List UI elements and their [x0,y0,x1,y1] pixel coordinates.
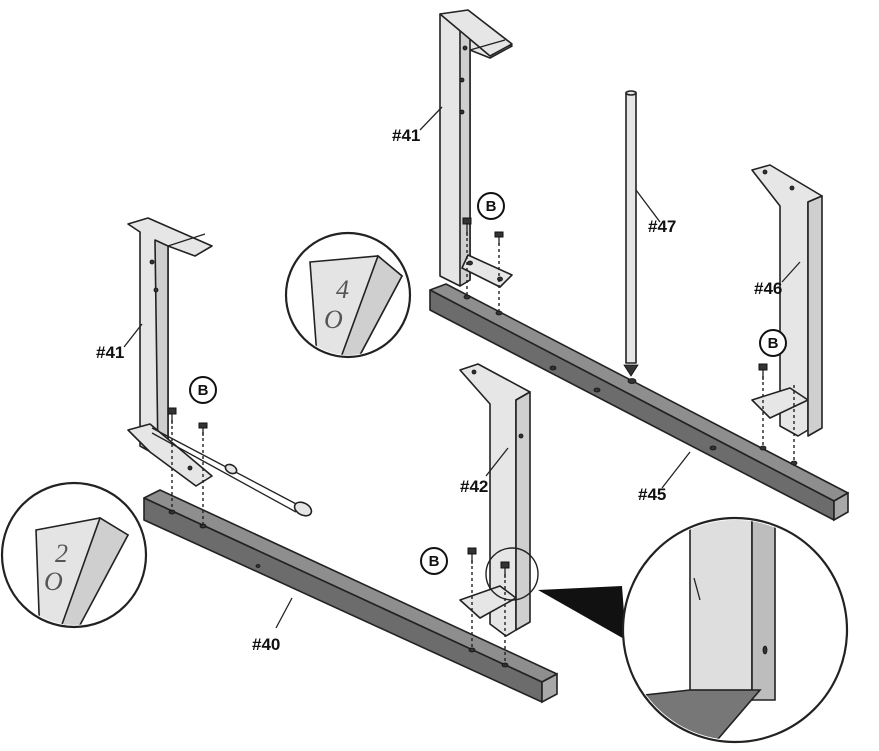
left-stamp-top: 2 [55,539,68,568]
callout-b-left: B [189,376,217,404]
label-rod: #47 [648,217,676,236]
center-post [459,363,531,637]
callout-b-right: B [759,329,787,357]
callout-b-upper: B [477,192,505,220]
label-left-post: #41 [96,343,124,362]
rod [623,90,639,377]
back-beam [429,283,849,522]
front-beam [143,489,558,704]
upper-stamp-top: 4 [336,275,349,304]
label-upper-post: #41 [392,126,420,145]
label-center-post: #42 [460,477,488,496]
right-post [751,164,823,437]
label-front-beam: #40 [252,635,280,654]
left-stamp-detail: 2 O [0,481,148,629]
svg-text:B: B [486,198,497,215]
callout-b-center: B [420,547,448,575]
left-stamp-bottom: O [44,567,63,596]
cable-tool [151,427,313,517]
label-right-post: #46 [754,279,782,298]
svg-text:B: B [429,553,440,570]
detail-focus-circle [485,547,539,601]
upper-stamp-bottom: O [324,305,343,334]
label-back-beam: #45 [638,485,666,504]
svg-text:B: B [768,335,779,352]
left-post [127,217,213,487]
joint-detail-view [538,516,849,744]
svg-text:B: B [198,382,209,399]
upper-post [439,9,513,288]
upper-stamp-detail: 4 O [284,231,412,359]
